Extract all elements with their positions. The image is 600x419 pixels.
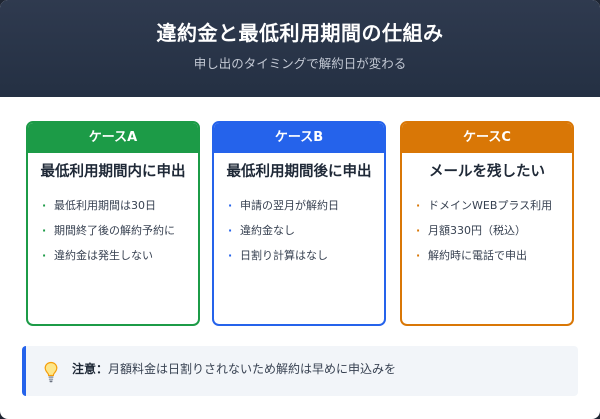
page-subtitle: 申し出のタイミングで解約日が変わる: [193, 56, 407, 71]
list-item-text: 期間終了後の解約予約に: [54, 224, 175, 237]
list-item-text: 最低利用期間は30日: [54, 199, 156, 212]
case-b-label: ケースB: [214, 123, 384, 153]
list-item-text: 違約金は発生しない: [54, 249, 153, 262]
list-item: · ドメインWEBプラス利用: [415, 197, 562, 214]
bullet-icon: ·: [228, 224, 233, 237]
note-text: 注意：月額料金は日割りされないため解約は早めに申込みを: [72, 346, 396, 392]
note-box: 注意：月額料金は日割りされないため解約は早めに申込みを: [22, 346, 578, 396]
list-item-text: 解約時に電話で申出: [428, 249, 527, 262]
lightbulb-icon: [44, 361, 58, 383]
list-item: · 解約時に電話で申出: [415, 247, 562, 264]
case-c-card: ケースC メールを残したい · ドメインWEBプラス利用 · 月額330円（税込） …: [400, 121, 574, 326]
list-item-text: 申請の翌月が解約日: [240, 199, 339, 212]
list-item-text: 日割り計算はなし: [240, 249, 328, 262]
bullet-icon: ·: [228, 199, 233, 212]
case-b-items: · 申請の翌月が解約日 · 違約金なし · 日割り計算はなし: [214, 197, 384, 264]
case-c-items: · ドメインWEBプラス利用 · 月額330円（税込） · 解約時に電話で申出: [402, 197, 572, 264]
header: 違約金と最低利用期間の仕組み 申し出のタイミングで解約日が変わる: [0, 0, 600, 97]
bullet-icon: ·: [416, 224, 421, 237]
list-item-text: ドメインWEBプラス利用: [428, 199, 553, 212]
list-item-text: 月額330円（税込）: [428, 224, 526, 237]
case-a-label: ケースA: [28, 123, 198, 153]
bullet-icon: ·: [416, 249, 421, 262]
list-item: · 違約金なし: [227, 222, 374, 239]
bullet-icon: ·: [416, 199, 421, 212]
list-item: · 最低利用期間は30日: [41, 197, 188, 214]
list-item: · 違約金は発生しない: [41, 247, 188, 264]
case-a-items: · 最低利用期間は30日 · 期間終了後の解約予約に · 違約金は発生しない: [28, 197, 198, 264]
list-item: · 期間終了後の解約予約に: [41, 222, 188, 239]
case-c-label: ケースC: [402, 123, 572, 153]
case-a-title: 最低利用期間内に申出: [40, 164, 186, 180]
list-item-text: 違約金なし: [240, 224, 295, 237]
bullet-icon: ·: [42, 199, 47, 212]
case-list: ケースA 最低利用期間内に申出 · 最低利用期間は30日 · 期間終了後の解約予約に…: [26, 121, 574, 326]
case-a-card: ケースA 最低利用期間内に申出 · 最低利用期間は30日 · 期間終了後の解約予約に…: [26, 121, 200, 326]
case-c-title: メールを残したい: [429, 164, 545, 180]
list-item: · 日割り計算はなし: [227, 247, 374, 264]
list-item: · 申請の翌月が解約日: [227, 197, 374, 214]
list-item: · 月額330円（税込）: [415, 222, 562, 239]
case-b-title: 最低利用期間後に申出: [226, 164, 372, 180]
bullet-icon: ·: [42, 224, 47, 237]
bullet-icon: ·: [42, 249, 47, 262]
page-title: 違約金と最低利用期間の仕組み: [156, 21, 444, 45]
note-label: 注意：: [72, 362, 109, 376]
bullet-icon: ·: [228, 249, 233, 262]
note-body: 月額料金は日割りされないため解約は早めに申込みを: [108, 362, 397, 376]
case-b-card: ケースB 最低利用期間後に申出 · 申請の翌月が解約日 · 違約金なし · 日割り計算…: [212, 121, 386, 326]
